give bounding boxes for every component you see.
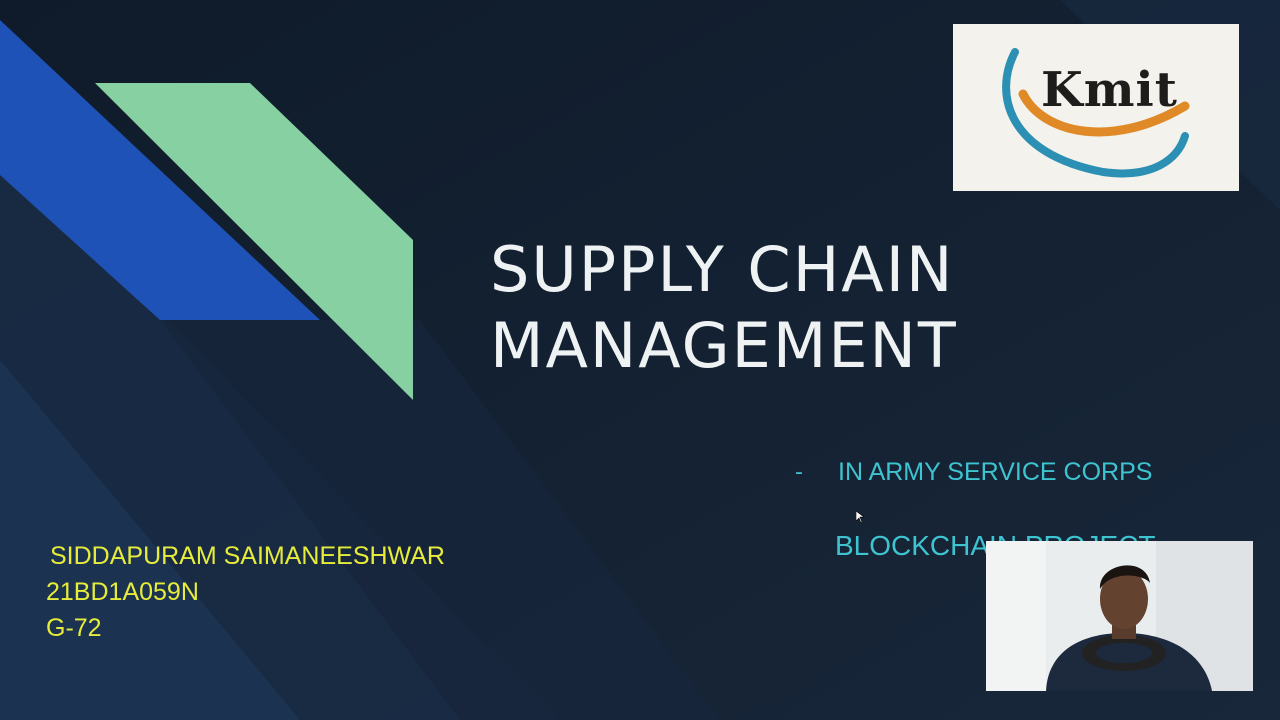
slide-title: SUPPLY CHAIN MANAGEMENT [490,232,1130,384]
mouse-cursor-icon [856,511,864,523]
webcam-overlay [986,541,1253,691]
kmit-logo: Kmit [953,24,1239,191]
title-line-1: SUPPLY CHAIN [490,233,955,306]
author-name: SIDDAPURAM SAIMANEESHWAR [50,542,445,570]
author-roll-number: 21BD1A059N [46,578,199,606]
title-line-2: MANAGEMENT [490,309,958,382]
slide-subtitle: IN ARMY SERVICE CORPS [838,458,1153,486]
author-info: SIDDAPURAM SAIMANEESHWAR 21BD1A059N G-72 [46,538,445,646]
logo-text: Kmit [1041,62,1178,118]
author-group: G-72 [46,614,102,642]
blue-band-shape [0,20,320,320]
subtitle-bullet: - [795,460,803,485]
green-band-shape [95,83,413,400]
presenter-video-icon [986,541,1253,691]
